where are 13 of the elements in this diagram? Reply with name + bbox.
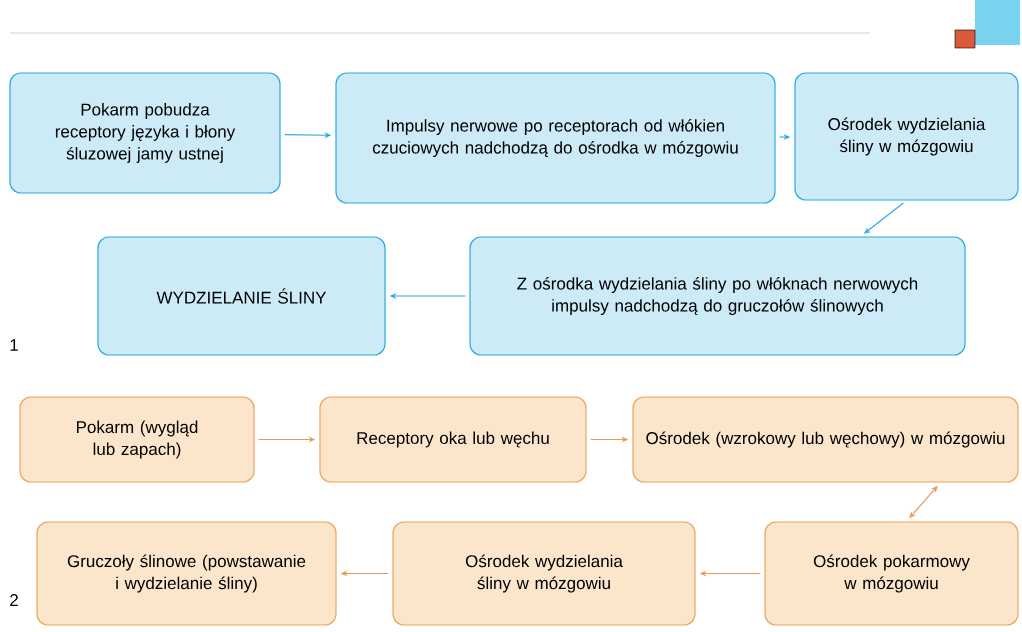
process-box: WYDZIELANIE ŚLINY [97, 236, 386, 356]
process-box: Ośrodek pokarmowy w mózgowiu [764, 521, 1019, 626]
process-box: Ośrodek wydzielania śliny w mózgowiu [392, 521, 696, 626]
process-box: Gruczoły ślinowe (powstawanie i wydzielanie śliny) [36, 521, 337, 626]
process-box: Pokarm pobudza receptory języka i błony śluzowej jamy ustnej [9, 72, 281, 194]
process-box: Impulsy nerwowe po receptorach od włókien czuciowych nadchodzą do ośrodka w mózgowiu [335, 72, 776, 204]
panel-number: 1 [10, 339, 18, 351]
process-box: Pokarm (wygląd lub zapach) [19, 396, 255, 483]
process-box: Ośrodek (wzrokowy lub węchowy) w mózgowiu [632, 396, 1019, 483]
panel-number: 2 [10, 594, 18, 606]
process-box: Z ośrodka wydzielania śliny po włóknach nerwowych impulsy nadchodzą do gruczołów ślinowych [469, 236, 966, 356]
process-box: Receptory oka lub węchu [319, 396, 587, 483]
process-box: Ośrodek wydzielania śliny w mózgowiu [794, 72, 1019, 201]
